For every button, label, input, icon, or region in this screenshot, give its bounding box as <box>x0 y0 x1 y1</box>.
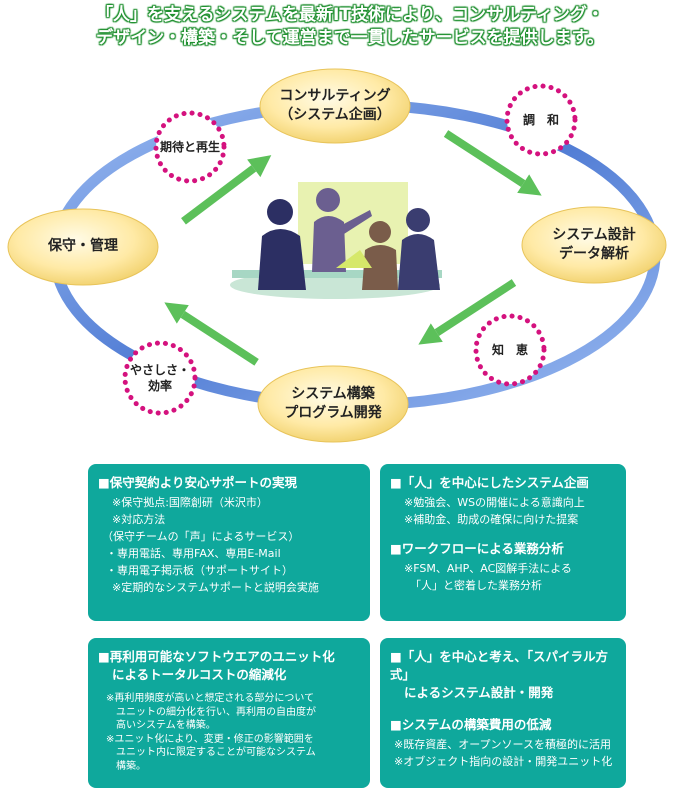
panel-spiral: ■「人」を中心と考え、「スパイラル方式」 によるシステム設計・開発 ■システムの… <box>380 638 626 788</box>
cycle-arrows <box>164 130 542 366</box>
arrow-design-to-build <box>418 279 517 345</box>
node-build-label: システム構築 プログラム開発 <box>258 385 408 423</box>
node-maintain <box>7 208 159 286</box>
node-design-line2: データ解析 <box>559 246 629 262</box>
node-consulting-label: コンサルティング （システム企画） <box>260 87 410 125</box>
panel-planning-heading2: ■ワークフローによる業務分析 <box>390 541 564 556</box>
node-build-line2: プログラム開発 <box>284 405 382 421</box>
node-maintain-label: 保守・管理 <box>8 237 158 256</box>
meeting-illustration <box>230 182 442 299</box>
headline: 「人」を支えるシステムを最新IT技術により、コンサルティング・ デザイン・構築・… <box>0 4 700 50</box>
panel-reuse: ■再利用可能なソフトウエアのユニット化 によるトータルコストの縮減化 ※再利用頻… <box>88 638 370 788</box>
panel-reuse-note: ※再利用頻度が高いと想定される部分について <box>106 693 315 704</box>
headline-line2: デザイン・構築・そして運営まで一貫したサービスを提供します。 <box>96 28 604 48</box>
panel-planning-item: ※FSM、AHP、AC図解手法による <box>404 562 572 575</box>
arrow-maintain-to-consulting <box>181 155 272 225</box>
panel-maintenance-item: ※対応方法 <box>112 513 166 526</box>
panel-spiral-item: ※既存資産、オープンソースを積極的に活用 <box>394 738 612 751</box>
node-build <box>257 365 409 443</box>
keyword-harmony: 調 和 <box>522 113 559 127</box>
dot-circle-wisdom <box>473 313 547 387</box>
panel-planning: ■「人」を中心にしたシステム企画 ※勉強会、WSの開催による意識向上 ※補助金、… <box>380 464 626 621</box>
panel-maintenance-item: ・専用電話、専用FAX、専用E-Mail <box>106 547 281 560</box>
node-build-line1: システム構築 <box>291 386 375 402</box>
arrow-consulting-to-design <box>443 130 542 196</box>
node-maintain-line1: 保守・管理 <box>48 238 118 254</box>
cycle-diagram <box>7 68 667 443</box>
panel-reuse-heading-line1: ■再利用可能なソフトウエアのユニット化 <box>98 649 335 664</box>
keyword-expectation: 期待と再生 <box>159 140 220 154</box>
keyword-kindness-line2: 効率 <box>147 379 172 393</box>
keyword-kindness: やさしさ・ 効率 <box>120 362 200 394</box>
node-design-line1: システム設計 <box>552 227 636 243</box>
node-consulting-line1: コンサルティング <box>279 88 391 104</box>
node-consulting-line2: （システム企画） <box>279 107 391 123</box>
panel-maintenance-heading: ■保守契約より安心サポートの実現 <box>98 475 298 490</box>
node-consulting <box>259 68 411 144</box>
panel-reuse-note: ※ユニット化により、変更・修正の影響範囲を <box>106 733 314 745</box>
dot-circle-harmony <box>504 83 578 157</box>
panel-maintenance-item: ・専用電子掲示板（サポートサイト） <box>106 564 293 577</box>
panel-spiral-heading1-line1: ■「人」を中心と考え、「スパイラル方式」 <box>390 649 609 682</box>
panel-maintenance-item: ※定期的なシステムサポートと説明会実施 <box>112 581 319 594</box>
panel-planning-item: ※補助金、助成の確保に向けた提案 <box>404 513 579 526</box>
panel-spiral-item: ※オブジェクト指向の設計・開発ユニット化 <box>394 755 613 768</box>
panel-maintenance-item: （保守チームの「声」によるサービス） <box>102 530 300 543</box>
panel-reuse-note: ユニット内に限定することが可能なシステム <box>106 747 316 758</box>
panel-spiral-heading2: ■システムの構築費用の低減 <box>390 717 552 732</box>
panel-maintenance-item: ※保守拠点:国際創研（米沢市） <box>112 496 268 509</box>
arrow-build-to-maintain <box>164 302 259 366</box>
panel-planning-item: ※勉強会、WSの開催による意識向上 <box>404 496 585 509</box>
panel-planning-heading1: ■「人」を中心にしたシステム企画 <box>390 475 589 490</box>
node-design-label: システム設計 データ解析 <box>522 226 666 264</box>
keyword-kindness-line1: やさしさ・ <box>129 363 190 377</box>
panel-reuse-note: ユニットの細分化を行い、再利用の自由度が <box>106 706 316 718</box>
panel-maintenance: ■保守契約より安心サポートの実現 ※保守拠点:国際創研（米沢市） ※対応方法 （… <box>88 464 370 621</box>
panel-reuse-heading-line2: によるトータルコストの縮減化 <box>112 667 287 682</box>
node-design <box>521 206 667 284</box>
keyword-wisdom: 知 恵 <box>491 343 528 357</box>
dot-circle-kindness <box>122 340 198 416</box>
panel-reuse-note: 構築。 <box>106 760 146 772</box>
headline-line1: 「人」を支えるシステムを最新IT技術により、コンサルティング・ <box>96 5 604 25</box>
panel-reuse-note: 高いシステムを構築。 <box>106 720 216 731</box>
panel-planning-item: 「人」と密着した業務分析 <box>410 579 542 592</box>
panel-spiral-heading1-line2: によるシステム設計・開発 <box>404 685 554 700</box>
dot-circle-expectation <box>153 110 227 184</box>
